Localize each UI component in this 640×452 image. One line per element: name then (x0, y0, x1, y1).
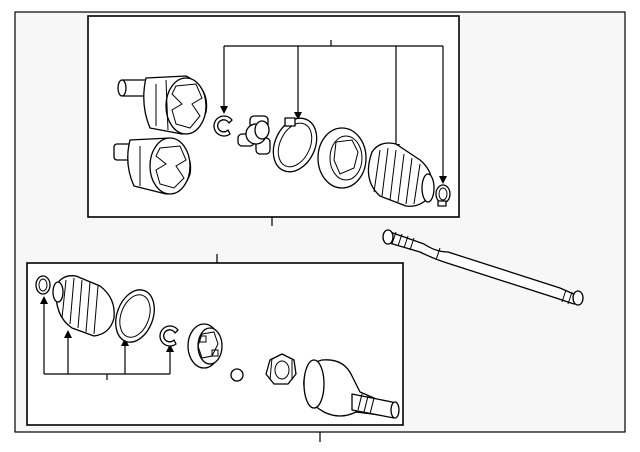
outer-cv-ball (230, 368, 244, 382)
inner-retaining-clip (213, 115, 233, 137)
inner-tripod-housing-upper (117, 75, 208, 135)
inner-kit-callout-bracket (220, 40, 447, 184)
inner-boot-clamp-small (435, 184, 451, 207)
inner-seal-ring (317, 127, 367, 189)
outer-cv-housing (303, 359, 400, 419)
outer-boot (52, 275, 115, 337)
outer-cv-cage (187, 323, 223, 369)
outer-boot-clamp-large (115, 289, 155, 343)
inner-tripod-housing-lower (113, 137, 192, 195)
outer-kit-callout-bracket (40, 296, 174, 380)
outer-boot-clamp-small (35, 275, 51, 295)
inner-boot-clamp-large (272, 117, 318, 173)
inner-boot (367, 142, 435, 207)
outer-retaining-clip (159, 325, 179, 347)
outer-cv-inner-race (265, 353, 297, 385)
tripod-spider (237, 115, 271, 155)
axle-shaft (382, 229, 584, 306)
